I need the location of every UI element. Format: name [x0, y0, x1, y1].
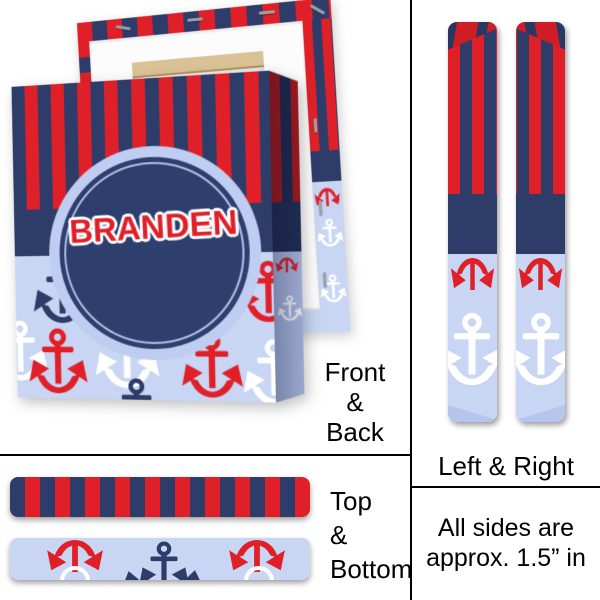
staple-icon [115, 25, 132, 31]
label-line: Front [324, 357, 386, 387]
top-strip [10, 477, 310, 517]
staple-icon [309, 4, 326, 15]
front-back-label: Front & Back [300, 357, 410, 447]
staple-icon [187, 17, 204, 22]
navy-wrap [310, 149, 342, 183]
top-bottom-label: Top & Bottom [330, 484, 412, 586]
side-stripes [269, 69, 300, 203]
bottom-strip [10, 538, 310, 580]
anchor-fluke-icon [121, 569, 139, 580]
label-line: Bottom [330, 554, 413, 584]
anchor-ring-icon [60, 566, 90, 580]
anchor-icon [450, 250, 495, 290]
anchor-icon [315, 218, 344, 251]
horizontal-divider-left [0, 454, 412, 456]
anchor-icon [277, 295, 303, 324]
left-side-strip [448, 22, 497, 422]
staple-icon [259, 10, 276, 15]
note-line: All sides are [437, 514, 575, 542]
anchor-icon [46, 538, 104, 572]
canvas-front-view: BRANDEN [11, 69, 306, 403]
anchor-icon [241, 338, 276, 403]
vertical-divider [410, 0, 412, 600]
anchor-ring-icon [244, 566, 274, 580]
label-line: Back [326, 417, 384, 447]
dimensions-note: All sides are approx. 1.5” in [412, 488, 600, 598]
left-right-label: Left & Right [438, 451, 574, 481]
anchor-icon [516, 312, 565, 395]
badge-inner-ring [62, 158, 247, 345]
anchor-icon [27, 328, 89, 403]
canvas-wrapped-right-edge [302, 17, 351, 333]
anchor-icon [11, 320, 50, 389]
note-line: approx. 1.5” in [426, 544, 586, 572]
label-line: Top [330, 486, 372, 516]
anchor-icon [138, 541, 190, 580]
anchor-icon [448, 312, 497, 395]
side-navy-band [272, 202, 302, 252]
strip-artwork [516, 22, 565, 422]
strip-artwork [448, 22, 497, 422]
anchor-icon [180, 332, 245, 402]
anchor-icon [228, 538, 286, 572]
horizontal-divider-right [410, 486, 600, 488]
anchor-icon [108, 377, 166, 403]
strip-navy-band [448, 194, 497, 254]
strip-navy-band [516, 194, 565, 254]
anchor-icon [313, 183, 341, 207]
anchor-icon [518, 250, 563, 290]
right-side-strip [516, 22, 565, 422]
anchor-icon [275, 254, 299, 273]
strip-stripes [516, 22, 565, 194]
canvas-front-face: BRANDEN [11, 70, 276, 403]
label-line: & [330, 520, 348, 550]
strip-stripes [448, 22, 497, 194]
label-line: & [346, 387, 364, 417]
